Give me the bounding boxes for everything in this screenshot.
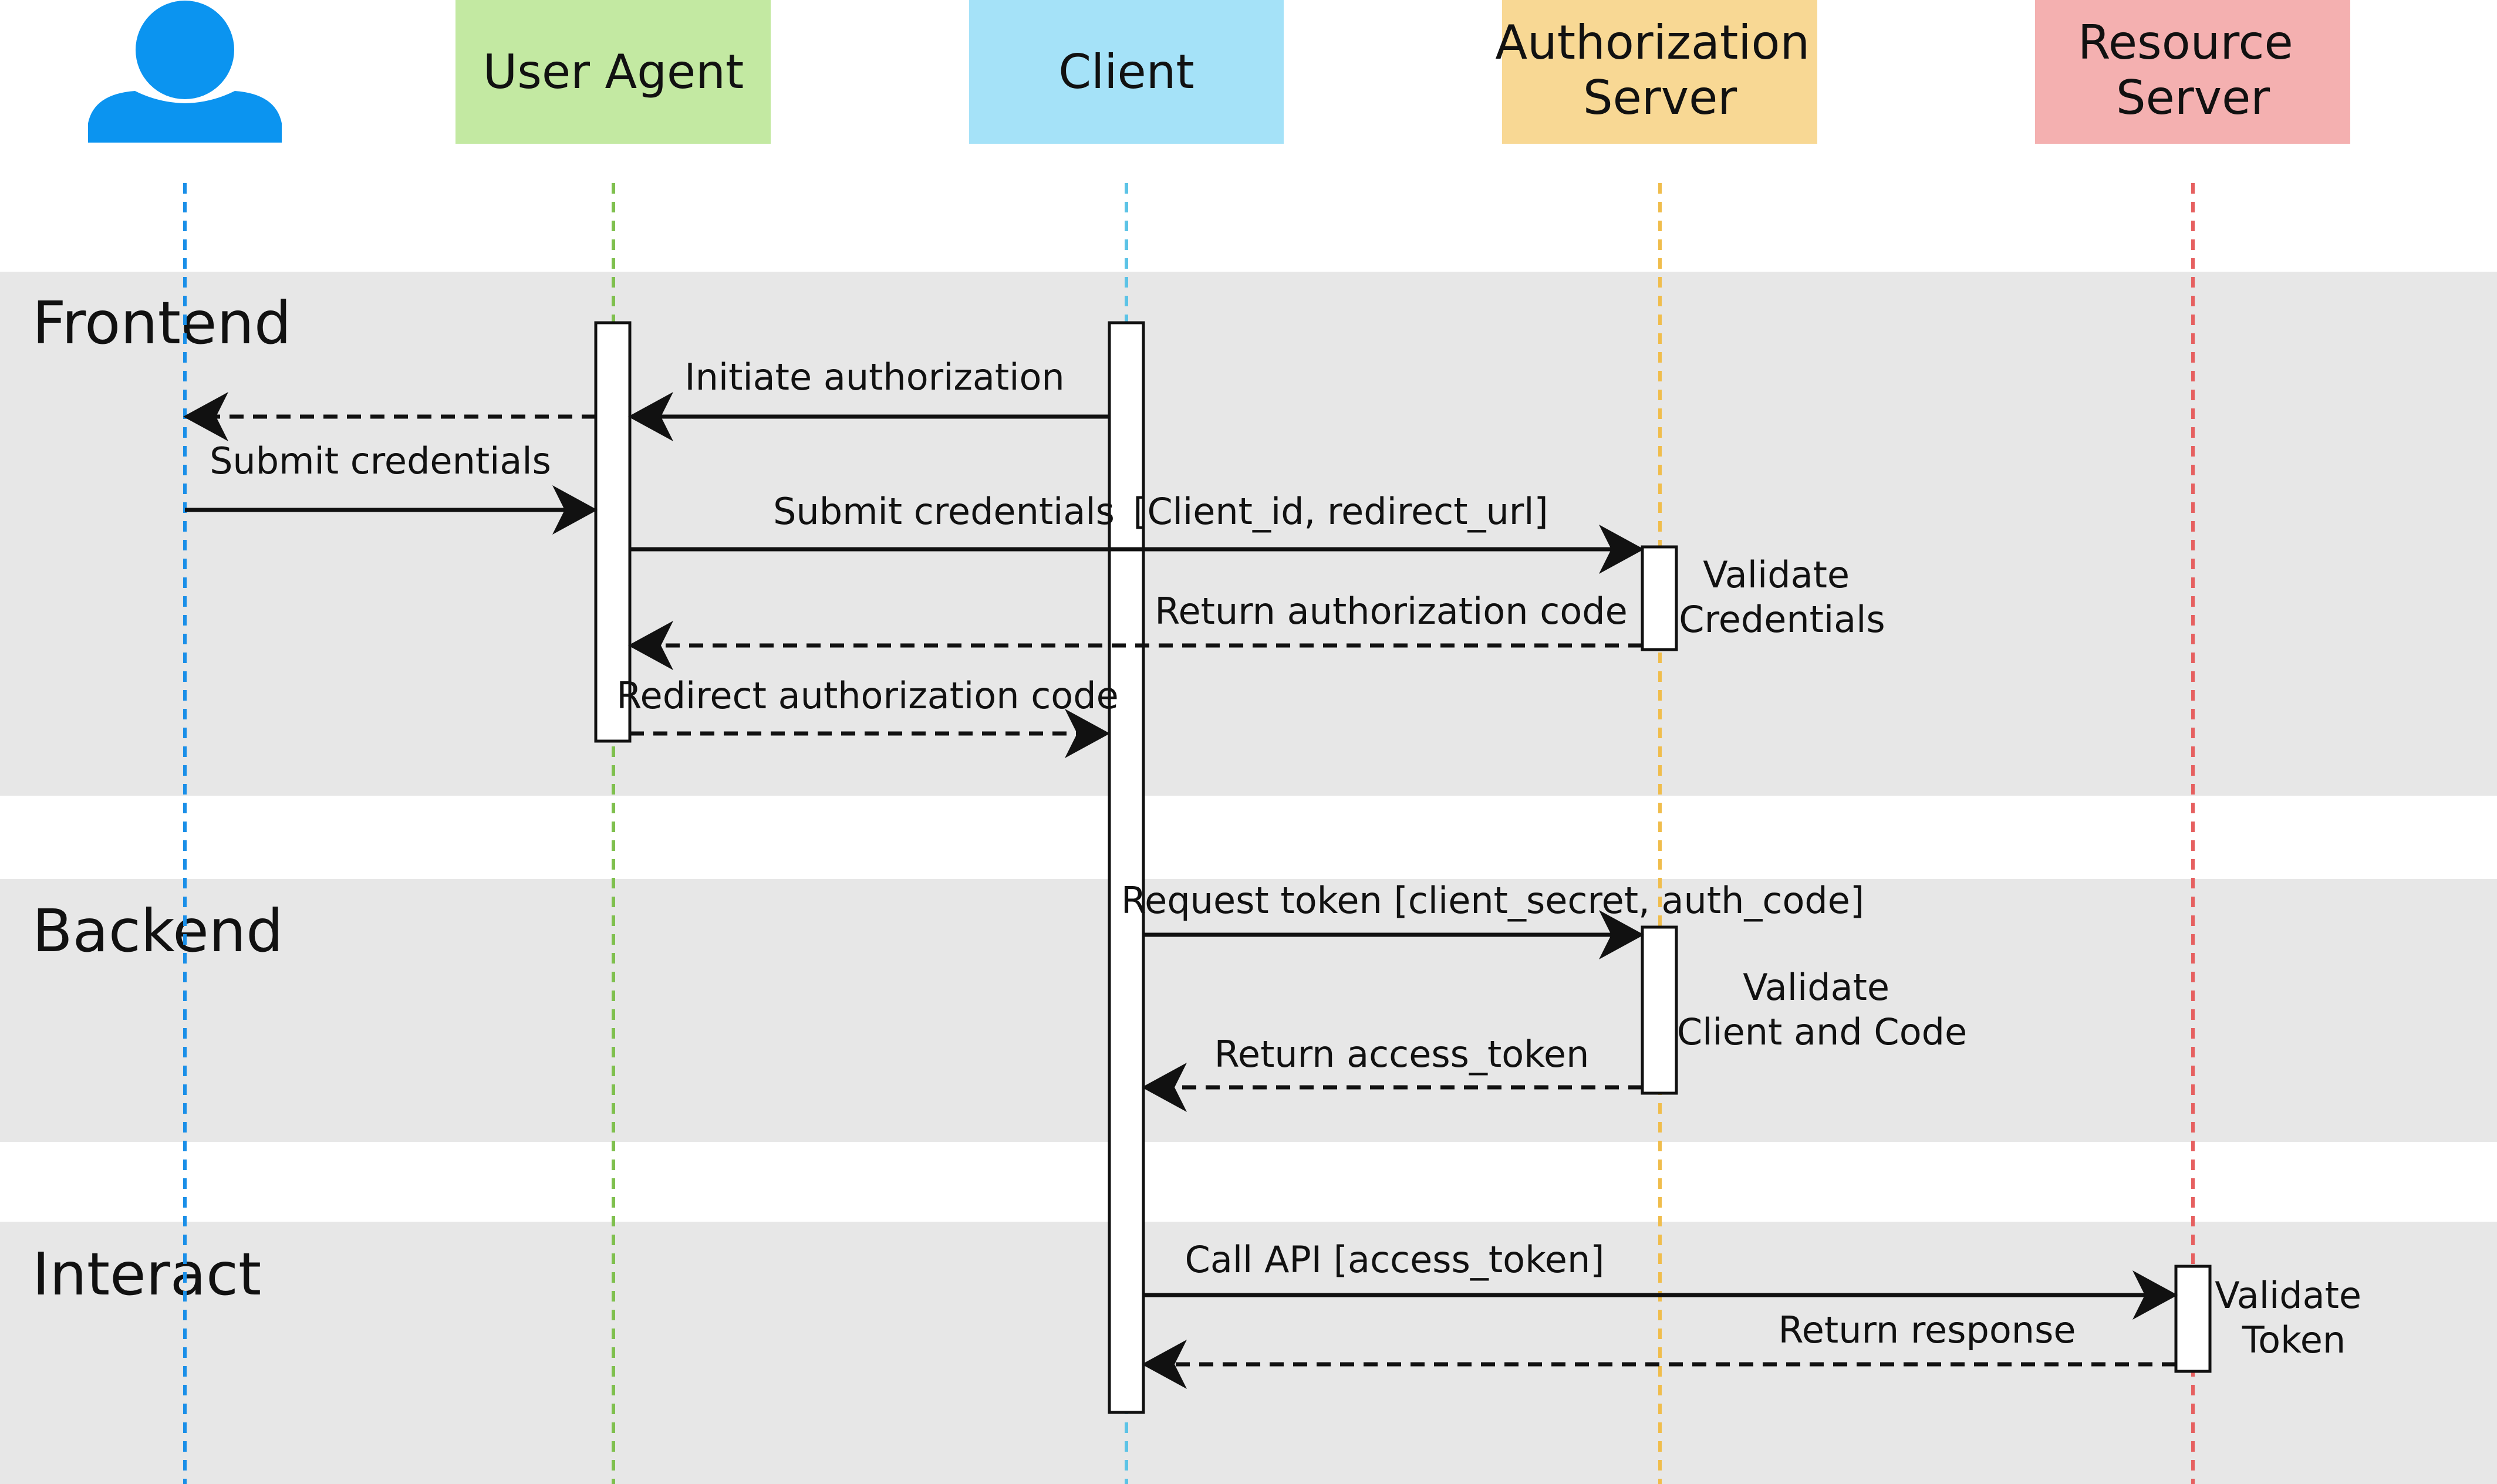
note-validate-client-and-code-line2: Client and Code: [1677, 1010, 1967, 1053]
note-validate-client-and-code-line1: Validate: [1743, 966, 1889, 1009]
message-label-return-authorization-code: Return authorization code: [1155, 590, 1628, 633]
note-validate-credentials-line1: Validate: [1703, 553, 1850, 596]
note-validate-token-line1: Validate: [2215, 1274, 2361, 1317]
message-label-call-api: Call API [access_token]: [1185, 1238, 1605, 1281]
band-frontend: [0, 272, 2497, 796]
activation-authorization-server-2: [1641, 925, 1678, 1095]
participant-authorization-server: Authorization Server: [1495, 0, 1824, 144]
note-validate-token: Validate Token: [2215, 1274, 2373, 1361]
note-validate-credentials: Validate Credentials: [1679, 553, 1885, 641]
message-label-return-access-token: Return access_token: [1214, 1033, 1590, 1076]
participant-label-authorization-server-line2: Server: [1583, 70, 1737, 125]
message-label-return-response: Return response: [1778, 1309, 2076, 1351]
participant-user: [88, 1, 282, 143]
band-label-backend: Backend: [32, 897, 284, 965]
message-label-redirect-authorization-code: Redirect authorization code: [616, 674, 1118, 717]
message-label-submit-credentials-user: Submit credentials: [210, 440, 551, 482]
note-validate-credentials-line2: Credentials: [1679, 598, 1885, 641]
messages: Initiate authorization Submit credential…: [183, 356, 2178, 1389]
band-label-interact: Interact: [32, 1240, 261, 1309]
participant-label-authorization-server-line1: Authorization: [1495, 15, 1810, 70]
message-label-initiate-authorization: Initiate authorization: [684, 356, 1064, 398]
participant-label-resource-server: Resource Server: [2078, 15, 2308, 125]
participant-client: Client: [969, 0, 1284, 144]
band-backend: [0, 879, 2497, 1142]
activation-client: [1108, 321, 1145, 1414]
user-icon: [88, 1, 282, 143]
participant-label-authorization-server: Authorization Server: [1495, 15, 1824, 125]
participant-label-resource-server-line2: Server: [2116, 70, 2270, 125]
activation-resource-server: [2174, 1265, 2212, 1373]
participant-label-user-agent: User Agent: [483, 45, 744, 99]
message-label-request-token: Request token [client_secret, auth_code]: [1121, 879, 1864, 922]
participant-box-authorization-server: [1502, 0, 1817, 144]
participant-box-client: [969, 0, 1284, 144]
notes: Validate Credentials Validate Client and…: [1677, 553, 2373, 1361]
participant-label-resource-server-line1: Resource: [2078, 15, 2293, 70]
participant-resource-server: Resource Server: [2035, 0, 2350, 144]
note-validate-token-line2: Token: [2242, 1319, 2346, 1361]
participant-label-client: Client: [1058, 45, 1194, 99]
band-backgrounds: [0, 272, 2497, 1484]
participant-box-user-agent: [455, 0, 771, 144]
band-label-frontend: Frontend: [32, 289, 291, 357]
message-label-submit-credentials-agent: Submit credentials: [773, 490, 1115, 533]
message-extra-label-submit-credentials-agent: [Client_id, redirect_url]: [1133, 490, 1548, 533]
participant-user-agent: User Agent: [455, 0, 771, 144]
band-interact: [0, 1222, 2497, 1484]
participant-box-resource-server: [2035, 0, 2350, 144]
activation-authorization-server-1: [1641, 545, 1678, 651]
note-validate-client-and-code: Validate Client and Code: [1677, 966, 1967, 1053]
